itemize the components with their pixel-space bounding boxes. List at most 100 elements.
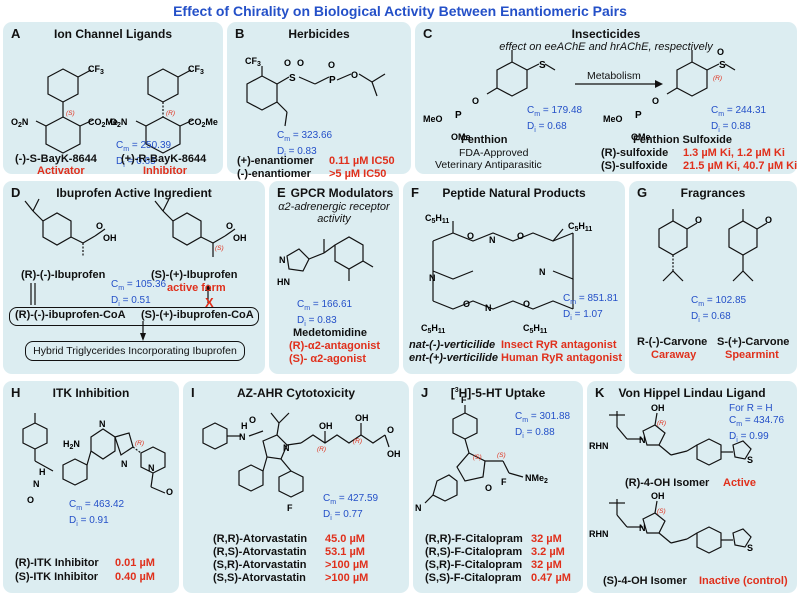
row1-value: 1.3 µM Ki, 1.2 µM Ki: [683, 147, 785, 159]
row2-value: >5 µM IC50: [329, 168, 387, 180]
panel-title: ITK Inhibition: [52, 386, 130, 400]
svg-text:(R): (R): [657, 420, 666, 427]
row-name: (S,S)-Atorvastatin: [213, 572, 306, 584]
row1-name: (+)-enantiomer: [237, 155, 314, 167]
metric-a: Cm = 250.39 Di = 0.65: [116, 140, 172, 169]
svg-text:OH: OH: [103, 233, 117, 243]
panel-h: H ITK Inhibition H N O H2N N N N O (R) C…: [3, 381, 179, 593]
di-value: 0.65: [136, 156, 156, 167]
svg-text:S: S: [539, 60, 546, 71]
panel-title: Ion Channel Ligands: [53, 27, 172, 41]
coa-left: (R)-(-)-ibuprofen-CoA: [15, 309, 126, 321]
vhl-structures: RHN RHN OH OH N N S S (R) (S): [589, 403, 753, 554]
coa-right: (S)-(+)-ibuprofen-CoA: [141, 309, 254, 321]
svg-text:N: N: [283, 443, 290, 453]
svg-text:CF3: CF3: [245, 56, 261, 68]
panel-g: G Fragrances O O Cm = 102.85 Di = 0.68 R…: [629, 181, 797, 374]
svg-text:NMe2: NMe2: [525, 473, 548, 485]
panel-title: GPCR Modulators: [290, 186, 394, 200]
row1-name: (R)-ITK Inhibitor: [15, 557, 99, 569]
row-value: 3.2 µM: [531, 546, 565, 558]
row-name: (S,S)-F-Citalopram: [425, 572, 522, 584]
row2-value: Inactive (control): [699, 575, 788, 587]
carvone-structures: O O: [658, 209, 772, 282]
panel-letter: E: [277, 185, 286, 200]
panel-j: J [3H]-5-HT Uptake F O N F NMe2 (S) (S) …: [413, 381, 583, 593]
bottom-box: Hybrid Triglycerides Incorporating Ibupr…: [25, 341, 245, 361]
panel-letter: G: [637, 185, 648, 200]
svg-text:O: O: [249, 415, 256, 425]
panel-title: [3H]-5-HT Uptake: [450, 386, 546, 400]
left-role: Caraway: [651, 349, 697, 361]
svg-text:P: P: [329, 75, 336, 86]
cm-value: 427.59: [347, 493, 379, 504]
atorvastatin-structure: N H O N F OH OH OH O (R) (R): [202, 412, 401, 513]
svg-text:N: N: [239, 432, 246, 442]
row1-name: nat-(-)-verticilide: [409, 339, 496, 351]
row2-name: ent-(+)-verticilide: [409, 352, 498, 364]
bayk-structures: CF3 CF3 O2N O2N CO2Me CO2Me (S) (R): [11, 64, 218, 154]
di-value: 0.83: [297, 146, 317, 157]
row-value: >100 µM: [325, 559, 369, 571]
svg-text:(S): (S): [215, 245, 224, 252]
svg-text:H2N: H2N: [63, 439, 80, 451]
svg-text:O: O: [485, 483, 492, 493]
row-name: (R,R)-Atorvastatin: [213, 533, 308, 545]
panel-f: F Peptide Natural Products C5H11 C5H11 C…: [403, 181, 625, 374]
svg-text:OH: OH: [355, 413, 369, 423]
panel-letter: F: [411, 185, 419, 200]
cm-value: 166.61: [321, 299, 353, 310]
panel-title: AZ-AHR Cytotoxicity: [236, 386, 355, 400]
cm-value: 434.76: [753, 415, 785, 426]
row2-value: Human RyR antagonist: [501, 352, 623, 364]
di-value: 0.99: [749, 431, 769, 442]
panel-title: Ibuprofen Active Ingredient: [56, 186, 212, 200]
panel-subtitle-2: activity: [317, 213, 351, 225]
row1-value: Active: [723, 477, 757, 489]
panel-c: C Insecticides effect on eeAChE and hrAC…: [415, 22, 797, 174]
svg-text:N: N: [429, 273, 436, 283]
citalopram-structure: F O N F NMe2 (S) (S): [415, 395, 548, 513]
svg-text:O: O: [517, 231, 524, 241]
row-value: >100 µM: [325, 572, 369, 584]
cf3-label-right: CF3: [188, 64, 204, 76]
svg-text:F: F: [287, 503, 293, 513]
left-compound-name: (R)-(-)-Ibuprofen: [21, 269, 106, 281]
svg-text:(S): (S): [473, 454, 482, 461]
svg-text:(R): (R): [317, 446, 326, 453]
left-name: R-(-)-Carvone: [637, 336, 708, 348]
cm-value: 323.66: [301, 130, 333, 141]
svg-text:(R): (R): [166, 110, 175, 117]
di-value: 0.68: [547, 121, 567, 132]
svg-text:O: O: [96, 221, 103, 231]
svg-text:OMe: OMe: [451, 132, 471, 142]
svg-text:H: H: [39, 467, 46, 477]
svg-text:N: N: [415, 503, 422, 513]
metric-c2: Cm = 244.31 Di = 0.88: [711, 105, 767, 134]
cm-value: 301.88: [539, 411, 571, 422]
svg-text:(R): (R): [135, 440, 144, 447]
fenthion-desc-2: Veterinary Antiparasitic: [435, 159, 542, 171]
svg-text:OMe: OMe: [631, 132, 651, 142]
panel-d: D Ibuprofen Active Ingredient OH OH O O …: [3, 181, 265, 374]
panel-i: I AZ-AHR Cytotoxicity N H O N F OH OH OH…: [183, 381, 409, 593]
svg-text:RHN: RHN: [589, 441, 609, 451]
row2: (S)- α2-agonist: [289, 353, 367, 365]
fenthion-name: Fenthion: [461, 134, 508, 146]
svg-text:H: H: [241, 421, 248, 431]
svg-text:CO2Me: CO2Me: [88, 117, 118, 129]
row2-name: (S)-4-OH Isomer: [603, 575, 687, 587]
svg-text:O2N: O2N: [11, 117, 28, 129]
svg-text:OH: OH: [651, 403, 665, 413]
figure-title: Effect of Chirality on Biological Activi…: [173, 3, 627, 19]
di-value: 0.68: [711, 311, 731, 322]
svg-text:OH: OH: [319, 421, 333, 431]
svg-text:C5H11: C5H11: [568, 221, 592, 233]
panel-letter: A: [11, 26, 21, 41]
ibuprofen-structures: OH OH O O (S): [24, 198, 247, 341]
coa-box: [9, 307, 259, 326]
medetomidine-structure: N HN: [277, 236, 374, 287]
row-name: (R,S)-F-Citalopram: [425, 546, 523, 558]
panel-k: K Von Hippel Lindau Ligand: [587, 381, 797, 593]
svg-text:O: O: [297, 58, 304, 68]
